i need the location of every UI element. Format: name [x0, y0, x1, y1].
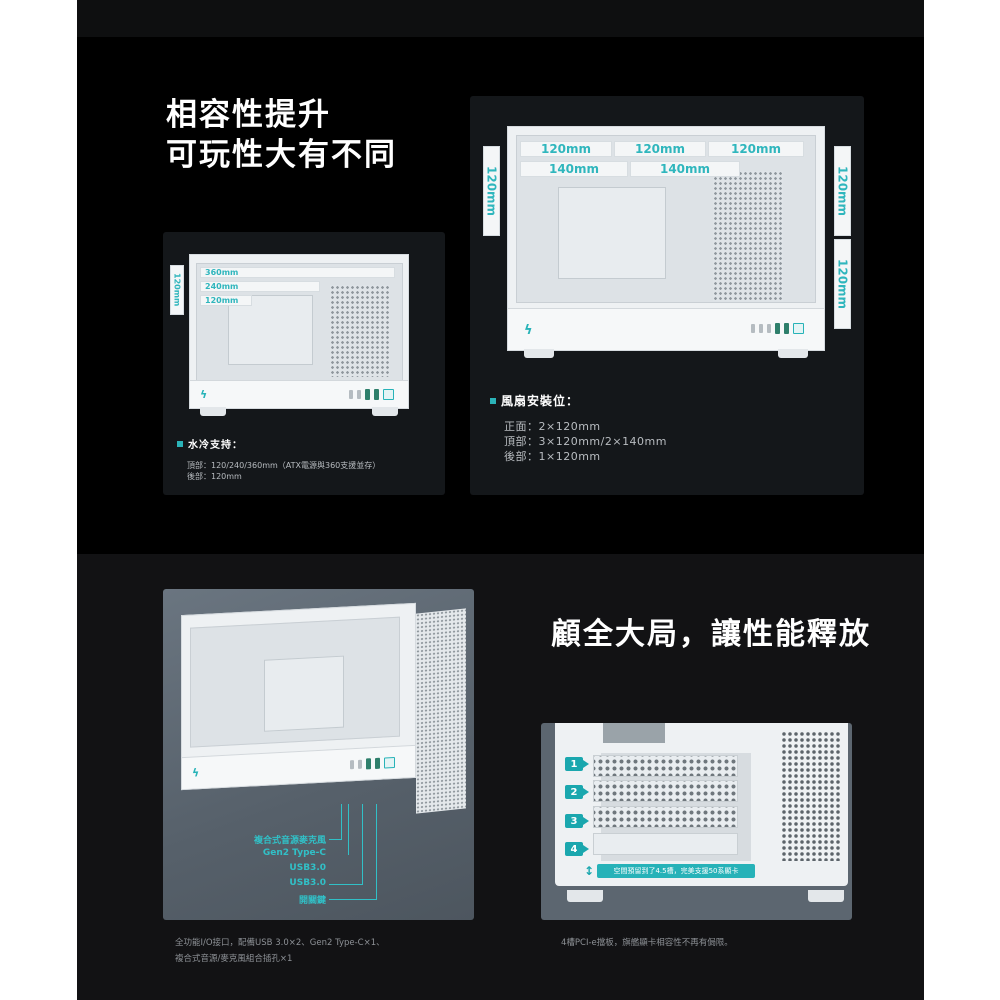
- product-page: 相容性提升 可玩性大有不同 120mm 360mm 240mm 120mm ϟ: [77, 0, 924, 1000]
- case-3d-image: ϟ: [181, 602, 416, 791]
- power-button-icon: [384, 756, 395, 769]
- io-leader-line: [329, 839, 341, 840]
- pcie-slots-photo: 1 2 3 4 ↕ 空間預留到了4.5槽，完美支援50系顯卡: [541, 723, 852, 920]
- top-fan-tag-2: 120mm: [614, 141, 706, 157]
- rear-radiator-tag: 120mm: [170, 265, 184, 315]
- pcie-slot-1: [593, 755, 738, 777]
- case-foot: [778, 349, 808, 358]
- case-front-panel: ϟ: [182, 744, 415, 790]
- compatibility-headline: 相容性提升 可玩性大有不同: [166, 95, 397, 175]
- usb-port-icon: [375, 757, 380, 769]
- io-headline: 顧全大局，讓性能釋放: [551, 617, 871, 652]
- gpu-clearance-note: 空間預留到了4.5槽，完美支援50系顯卡: [597, 864, 755, 878]
- io-leader-line: [329, 884, 362, 885]
- case-front-panel: ϟ: [508, 308, 824, 350]
- io-caption: 全功能I/O接口，配備USB 3.0×2、Gen2 Type-C×1、 複合式音…: [175, 938, 385, 964]
- radiator-tag-240: 240mm: [200, 281, 320, 292]
- pcie-slot-4: [593, 833, 738, 855]
- pcie-caption: 4槽PCI-e擋板，旗艦顯卡相容性不再有侷限。: [561, 938, 733, 948]
- audio-port-icon: [350, 760, 354, 770]
- top-fan-tag-140-1: 140mm: [520, 161, 628, 177]
- io-label-typec: Gen2 Type-C: [262, 848, 326, 858]
- audio-port-icon: [349, 390, 353, 399]
- radiator-tag-360: 360mm: [200, 267, 395, 278]
- case-foot: [567, 890, 603, 902]
- rear-fan-tag: 120mm: [483, 146, 500, 236]
- io-label-usb-1: USB3.0: [289, 863, 326, 873]
- case-image-large: 120mm 120mm 120mm 140mm 140mm ϟ: [507, 126, 825, 358]
- bullet-icon: [177, 440, 183, 447]
- front-fan-tag-1: 120mm: [834, 146, 851, 236]
- motherboard-tray: [264, 655, 344, 732]
- top-fan-tag-3: 120mm: [708, 141, 804, 157]
- slot-number-3: 3: [565, 814, 589, 828]
- case-image-small: 360mm 240mm 120mm ϟ: [189, 254, 409, 416]
- io-label-audio: 複合式音源麥克風: [253, 836, 326, 846]
- radiator-support-panel: 120mm 360mm 240mm 120mm ϟ: [163, 232, 445, 495]
- case-side-mesh: [416, 608, 466, 814]
- motherboard-tray: [228, 295, 313, 365]
- case-foot: [808, 890, 844, 902]
- case-front-panel: ϟ: [190, 380, 408, 408]
- io-leader-line: [341, 804, 342, 840]
- power-button-icon: [793, 323, 804, 334]
- radiator-spec-top: 頂部：120/240/360mm（ATX電源與360支援並存）: [187, 461, 381, 470]
- pcie-slot-2: [593, 780, 738, 802]
- top-band: [77, 0, 924, 37]
- brand-logo-icon: ϟ: [200, 388, 208, 401]
- case-mesh: [330, 285, 390, 377]
- front-fan-tag-2: 120mm: [834, 239, 851, 329]
- usb-port-icon: [374, 389, 379, 400]
- headline-line-2: 可玩性大有不同: [166, 137, 397, 173]
- io-leader-line: [362, 804, 363, 885]
- usb-port-icon: [784, 323, 789, 334]
- fan-spec-front: 正面：2×120mm: [504, 420, 601, 433]
- fan-mount-title: 風扇安裝位：: [490, 392, 579, 409]
- slot-number-2: 2: [565, 785, 589, 799]
- fan-spec-top: 頂部：3×120mm/2×140mm: [504, 435, 667, 448]
- brand-logo-icon: ϟ: [524, 323, 533, 338]
- mic-port-icon: [759, 324, 763, 333]
- io-label-power: 開關鍵: [298, 896, 326, 906]
- vertical-arrow-icon: ↕: [584, 864, 595, 878]
- typec-port-icon: [767, 324, 771, 333]
- io-product-photo: ϟ 複合式音源麥克風 Gen2 Type-C USB3.0 USB3.0 開關鍵: [163, 589, 474, 920]
- fan-mount-panel: 120mm 120mm 120mm 120mm 140mm 140mm ϟ: [470, 96, 864, 495]
- power-button-icon: [383, 389, 394, 400]
- case-foot: [524, 349, 554, 358]
- psu-cutout: [603, 723, 665, 743]
- radiator-tag-120: 120mm: [200, 295, 252, 306]
- usb-port-icon: [365, 389, 370, 400]
- bullet-icon: [490, 397, 496, 404]
- typec-port-icon: [357, 390, 361, 399]
- pcie-slot-3: [593, 806, 738, 828]
- radiator-spec-rear: 後部：120mm: [187, 472, 242, 481]
- top-fan-tag-1: 120mm: [520, 141, 612, 157]
- fan-spec-rear: 後部：1×120mm: [504, 450, 601, 463]
- io-ports: [751, 323, 804, 334]
- usb-port-icon: [775, 323, 780, 334]
- case-mesh: [713, 171, 783, 301]
- io-label-usb-2: USB3.0: [289, 878, 326, 888]
- slot-number-4: 4: [565, 842, 589, 856]
- io-leader-line: [329, 899, 376, 900]
- io-leader-line: [348, 804, 349, 855]
- brand-logo-icon: ϟ: [192, 766, 200, 780]
- io-ports: [349, 389, 394, 400]
- case-foot: [200, 407, 226, 416]
- rear-mesh: [781, 731, 841, 861]
- typec-port-icon: [358, 759, 362, 769]
- headline-line-1: 相容性提升: [166, 97, 331, 133]
- top-fan-tag-140-2: 140mm: [630, 161, 740, 177]
- usb-port-icon: [366, 758, 371, 770]
- audio-port-icon: [751, 324, 755, 333]
- radiator-support-title: 水冷支持：: [177, 436, 243, 451]
- motherboard-tray: [558, 187, 666, 279]
- io-leader-line: [376, 804, 377, 900]
- io-ports: [350, 756, 395, 770]
- case-foot: [372, 407, 398, 416]
- slot-number-1: 1: [565, 757, 589, 771]
